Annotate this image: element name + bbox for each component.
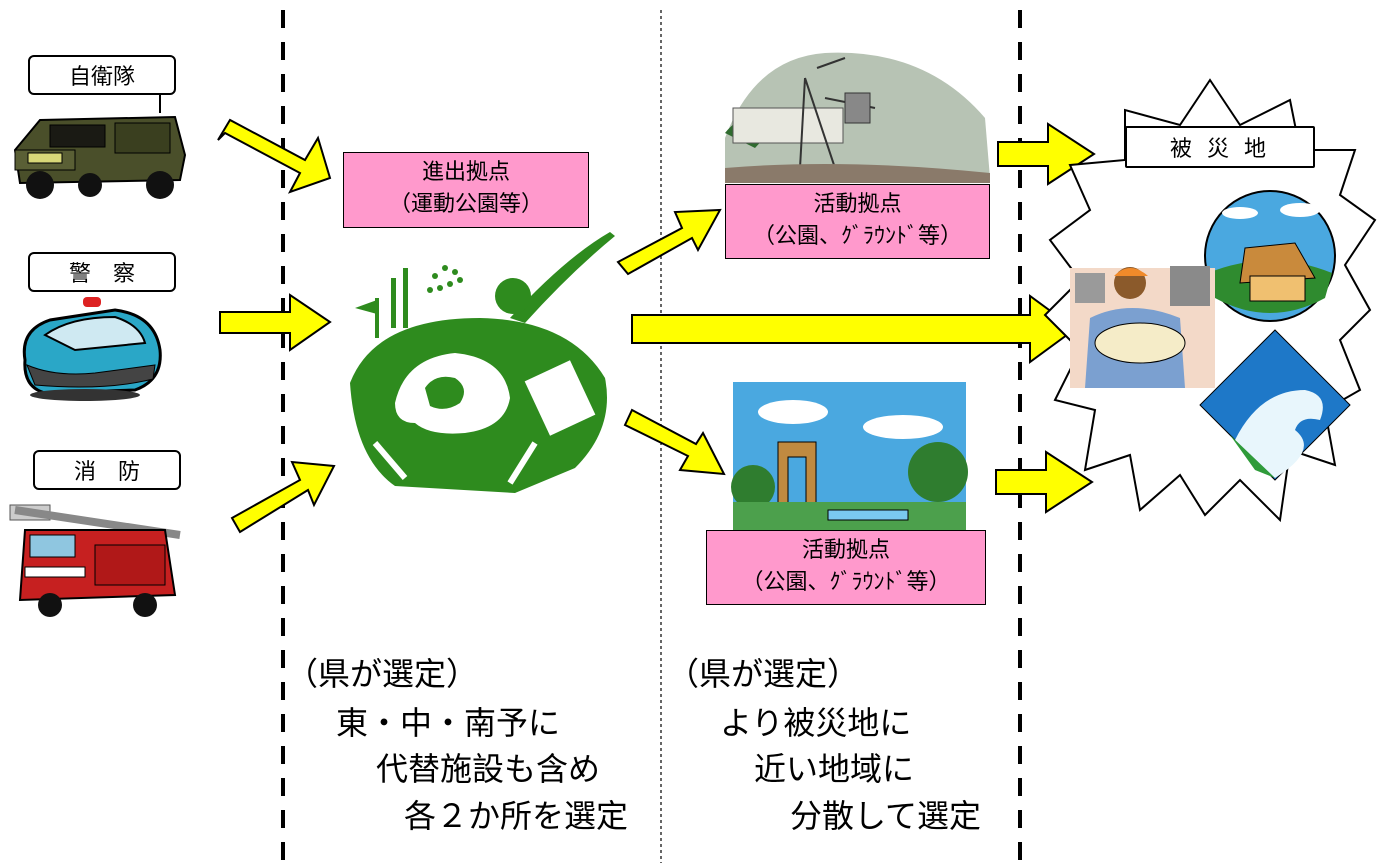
activity-base-2-subtitle: （公園、ｸﾞﾗｳﾝﾄﾞ等） xyxy=(741,570,951,595)
arrow-to-activity1 xyxy=(616,208,722,276)
note-left-line1: （県が選定） xyxy=(286,655,479,693)
note-left-line3: 代替施設も含め xyxy=(376,750,601,788)
staging-base-subtitle: （運動公園等） xyxy=(388,192,543,217)
fire-label: 消 防 xyxy=(33,450,181,490)
activity-base-2-title: 活動拠点 xyxy=(801,538,890,563)
note-right-line2: より被災地に xyxy=(720,704,912,742)
activity-base-1-subtitle: （公園、ｸﾞﾗｳﾝﾄﾞ等） xyxy=(752,224,962,249)
stadium-icon xyxy=(725,52,990,183)
fire-truck-icon xyxy=(9,504,181,617)
arrow-fire xyxy=(230,460,336,534)
disaster-area-label: 被 災 地 xyxy=(1125,126,1315,168)
arrow-long xyxy=(631,294,1077,364)
note-right-line1: （県が選定） xyxy=(667,655,860,693)
arrow-police xyxy=(219,293,332,352)
activity-base-1-box: 活動拠点 （公園、ｸﾞﾗｳﾝﾄﾞ等） xyxy=(725,184,990,259)
note-left-line2: 東・中・南予に xyxy=(336,704,561,742)
park-monument-icon xyxy=(731,382,968,530)
flooded-house-icon xyxy=(1204,190,1336,322)
staging-base-title: 進出拠点 xyxy=(421,160,510,185)
activity-base-2-box: 活動拠点 （公園、ｸﾞﾗｳﾝﾄﾞ等） xyxy=(706,530,986,605)
tsunami-wave-icon xyxy=(1199,329,1351,481)
note-right-line4: 分散して選定 xyxy=(790,797,982,835)
rescuer-with-baby-icon xyxy=(1070,266,1215,388)
note-right-line3: 近い地域に xyxy=(754,750,915,788)
staging-base-box: 進出拠点 （運動公園等） xyxy=(343,152,589,228)
police-label: 警 察 xyxy=(28,252,176,292)
jsdf-label: 自衛隊 xyxy=(28,55,176,95)
sports-park-logo-icon xyxy=(350,232,615,493)
arrow-activity2-out xyxy=(995,450,1094,514)
military-vehicle-icon xyxy=(13,95,187,199)
note-left-line4: 各２か所を選定 xyxy=(404,797,629,835)
arrow-jsdf xyxy=(217,118,332,194)
activity-base-1-title: 活動拠点 xyxy=(813,192,902,217)
police-car-icon xyxy=(22,297,162,401)
arrow-to-activity2 xyxy=(623,408,726,476)
